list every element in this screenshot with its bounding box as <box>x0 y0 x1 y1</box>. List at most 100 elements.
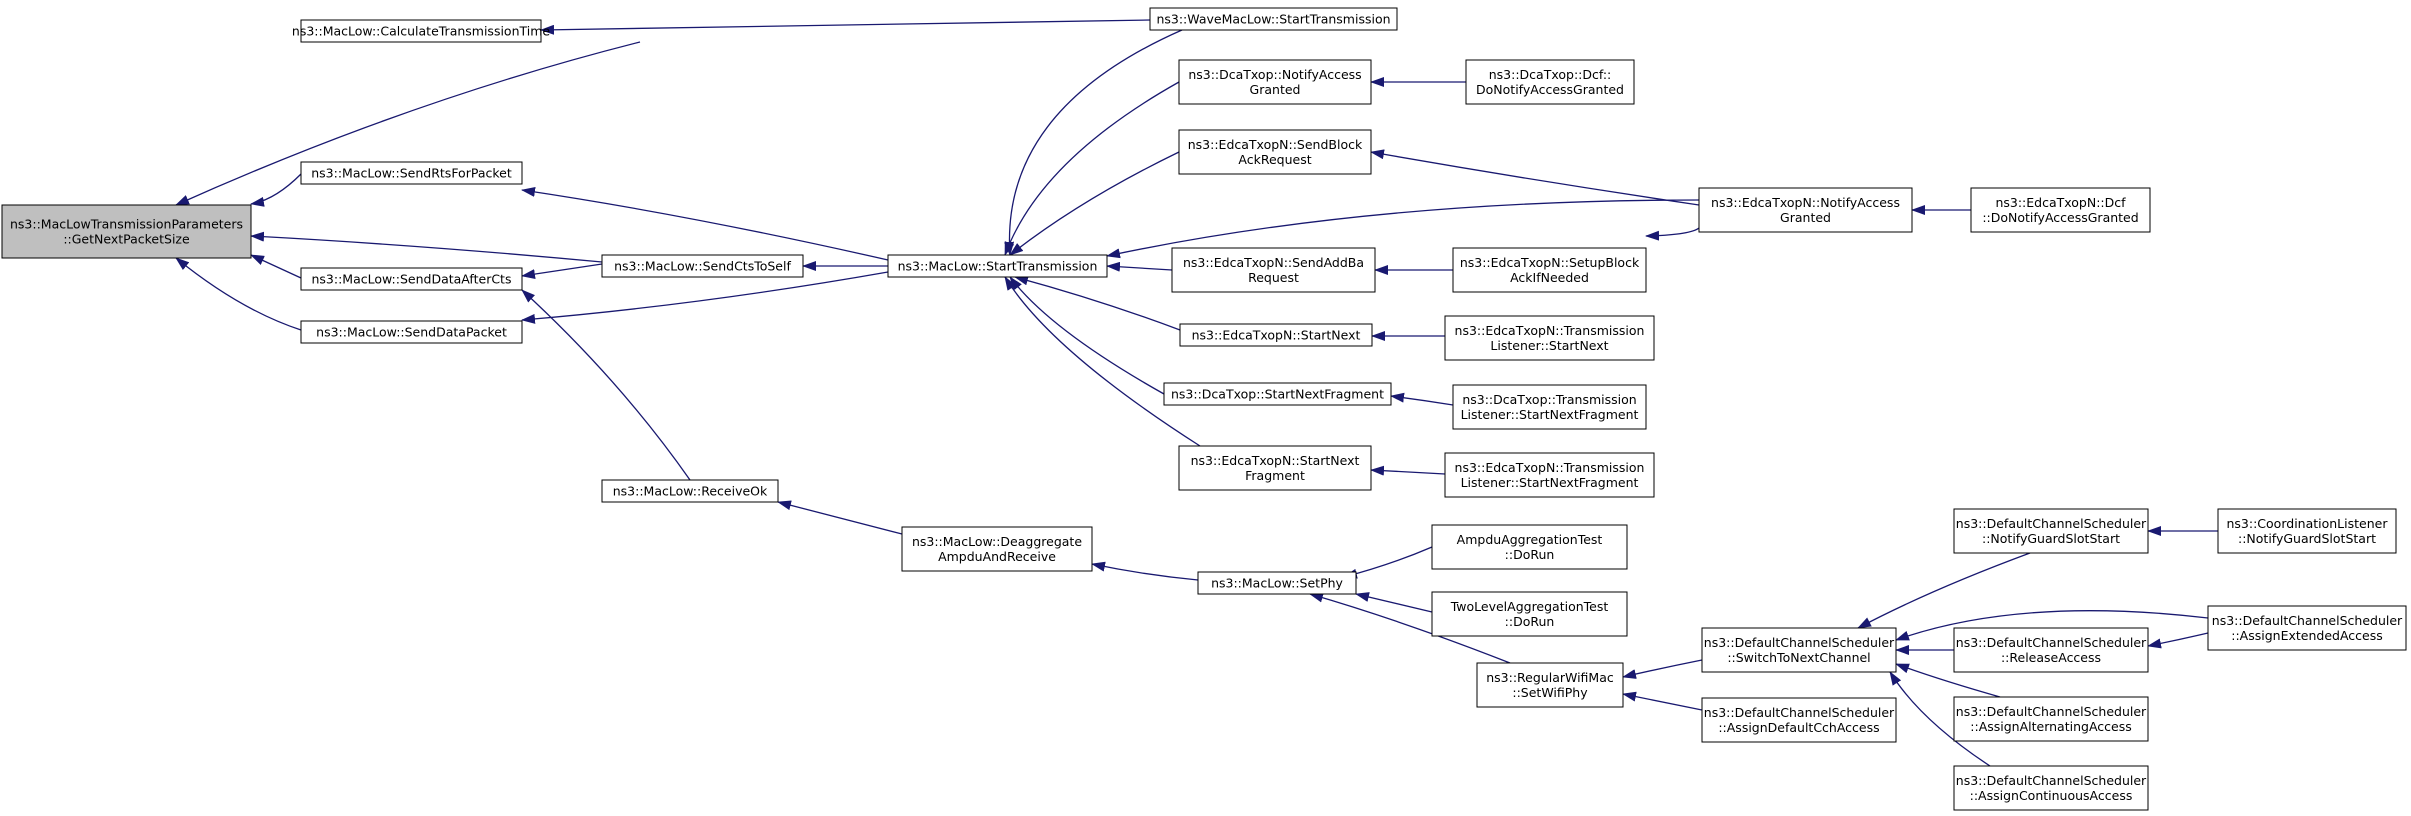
node-root[interactable]: ns3::MacLowTransmissionParameters::GetNe… <box>1 204 252 259</box>
edge-assignDefaultCch-to-regularSetWifiPhy <box>1622 691 1703 711</box>
node-ampduTest[interactable]: AmpduAggregationTest::DoRun <box>1431 524 1628 570</box>
node-label-line: ::SwitchToNextChannel <box>1727 650 1870 665</box>
node-box <box>1178 445 1372 491</box>
node-label-line: ns3::MacLow::SendDataAfterCts <box>312 272 512 287</box>
node-label-line: Granted <box>1250 82 1301 97</box>
node-label-line: ns3::MacLow::StartTransmission <box>898 259 1098 274</box>
edges-layer <box>175 19 2218 767</box>
edge-assignContinuous-to-switchNext <box>1889 671 1991 767</box>
node-box <box>300 19 542 43</box>
edge-startTx-to-rts <box>521 186 889 261</box>
node-label-line: ::ReleaseAccess <box>2001 650 2101 665</box>
node-label-line: ns3::EdcaTxopN::SendAddBa <box>1183 255 1364 270</box>
node-box <box>1701 627 1897 673</box>
node-assignDefaultCch[interactable]: ns3::DefaultChannelScheduler::AssignDefa… <box>1701 697 1897 743</box>
node-edcaDcfDoNotify[interactable]: ns3::EdcaTxopN::Dcf::DoNotifyAccessGrant… <box>1970 187 2151 233</box>
node-dcaListenerFrag[interactable]: ns3::DcaTxop::TransmissionListener::Star… <box>1452 384 1647 430</box>
node-box <box>1970 187 2151 233</box>
node-calc[interactable]: ns3::MacLow::CalculateTransmissionTime <box>292 19 551 43</box>
edge-dcaNotify-to-startTx <box>1004 81 1180 256</box>
node-label-line: ns3::DefaultChannelScheduler <box>1704 635 1895 650</box>
edge-edcaNotify-to-startTx <box>1106 199 1700 259</box>
edge-calc-to-root <box>175 41 641 206</box>
node-label-line: ns3::DefaultChannelScheduler <box>1956 516 2147 531</box>
edge-deaggregate-to-receiveOk <box>777 500 903 535</box>
node-label-line: ::AssignExtendedAccess <box>2231 628 2383 643</box>
edge-ampduTest-to-setPhy <box>1343 546 1433 579</box>
node-box <box>300 267 523 291</box>
node-afterCts[interactable]: ns3::MacLow::SendDataAfterCts <box>300 267 523 291</box>
edge-ctsSelf-to-root <box>250 231 603 263</box>
node-box <box>1 204 252 259</box>
node-label-line: ns3::MacLow::ReceiveOk <box>613 484 768 499</box>
node-label-line: ns3::EdcaTxopN::Transmission <box>1455 460 1645 475</box>
node-box <box>1953 508 2149 554</box>
node-box <box>1465 59 1635 105</box>
node-assignExtended[interactable]: ns3::DefaultChannelScheduler::AssignExte… <box>2207 605 2407 651</box>
node-box <box>1179 323 1373 347</box>
node-label-line: ::AssignContinuousAccess <box>1970 788 2133 803</box>
node-label-line: ns3::DcaTxop::NotifyAccess <box>1188 67 1361 82</box>
node-startTx[interactable]: ns3::MacLow::StartTransmission <box>887 254 1108 278</box>
node-coordNotifyGuard[interactable]: ns3::CoordinationListener::NotifyGuardSl… <box>2217 508 2397 554</box>
node-box <box>1444 315 1655 361</box>
edge-edcaNotify-to-edcaBlockAck <box>1370 149 1700 206</box>
edge-assignExtended-to-releaseAccess <box>2147 632 2209 649</box>
node-receiveOk[interactable]: ns3::MacLow::ReceiveOk <box>601 479 779 503</box>
node-edcaStartNext[interactable]: ns3::EdcaTxopN::StartNext <box>1179 323 1373 347</box>
node-box <box>300 320 523 344</box>
edge-ctsSelf-to-afterCts <box>521 263 603 280</box>
node-label-line: ::AssignDefaultCchAccess <box>1718 720 1879 735</box>
node-label-line: ns3::EdcaTxopN::SetupBlock <box>1460 255 1640 270</box>
node-assignContinuous[interactable]: ns3::DefaultChannelScheduler::AssignCont… <box>1953 765 2149 811</box>
node-label-line: ns3::MacLow::CalculateTransmissionTime <box>292 24 551 39</box>
node-label-line: Granted <box>1780 210 1831 225</box>
node-label-line: Listener::StartNext <box>1490 338 1608 353</box>
node-label-line: ns3::DefaultChannelScheduler <box>1956 773 2147 788</box>
node-dataPacket[interactable]: ns3::MacLow::SendDataPacket <box>300 320 523 344</box>
edge-assignAlternating-to-switchNext <box>1895 663 2001 698</box>
node-edcaNotify[interactable]: ns3::EdcaTxopN::NotifyAccessGranted <box>1698 187 1913 233</box>
node-edcaStartNextFrag[interactable]: ns3::EdcaTxopN::StartNextFragment <box>1178 445 1372 491</box>
node-twoLevelTest[interactable]: TwoLevelAggregationTest::DoRun <box>1431 591 1628 637</box>
node-box <box>1476 662 1624 708</box>
node-label-line: ns3::DcaTxop::Dcf:: <box>1489 67 1612 82</box>
node-regularSetWifiPhy[interactable]: ns3::RegularWifiMac::SetWifiPhy <box>1476 662 1624 708</box>
edge-switchNext-to-regularSetWifiPhy <box>1622 659 1703 679</box>
node-switchNext[interactable]: ns3::DefaultChannelScheduler::SwitchToNe… <box>1701 627 1897 673</box>
node-box <box>1698 187 1913 233</box>
node-label-line: ns3::EdcaTxopN::SendBlock <box>1188 137 1363 152</box>
node-label-line: ns3::MacLow::SendDataPacket <box>316 325 507 340</box>
node-assignAlternating[interactable]: ns3::DefaultChannelScheduler::AssignAlte… <box>1953 696 2149 742</box>
node-label-line: ::SetWifiPhy <box>1512 685 1588 700</box>
node-rts[interactable]: ns3::MacLow::SendRtsForPacket <box>300 161 523 185</box>
node-ctsSelf[interactable]: ns3::MacLow::SendCtsToSelf <box>601 254 804 278</box>
node-label-line: ::GetNextPacketSize <box>63 232 190 247</box>
node-box <box>1953 696 2149 742</box>
node-label-line: ns3::RegularWifiMac <box>1486 670 1614 685</box>
node-label-line: Fragment <box>1245 468 1305 483</box>
node-box <box>1163 382 1392 406</box>
node-label-line: ns3::DefaultChannelScheduler <box>1704 705 1895 720</box>
node-notifyGuard[interactable]: ns3::DefaultChannelScheduler::NotifyGuar… <box>1953 508 2149 554</box>
node-dcfDoNotify[interactable]: ns3::DcaTxop::Dcf::DoNotifyAccessGranted <box>1465 59 1635 105</box>
node-edcaListenerStartNext[interactable]: ns3::EdcaTxopN::TransmissionListener::St… <box>1444 315 1655 361</box>
node-waveStart[interactable]: ns3::WaveMacLow::StartTransmission <box>1149 7 1398 31</box>
edge-assignExtended-to-switchNext <box>1895 610 2209 641</box>
edge-dcaListenerFrag-to-dcaStartNextFrag <box>1390 392 1454 406</box>
node-dcaStartNextFrag[interactable]: ns3::DcaTxop::StartNextFragment <box>1163 382 1392 406</box>
edge-rts-to-root <box>250 173 302 207</box>
node-label-line: ::DoNotifyAccessGranted <box>1982 210 2138 225</box>
node-label-line: AmpduAggregationTest <box>1457 532 1603 547</box>
node-releaseAccess[interactable]: ns3::DefaultChannelScheduler::ReleaseAcc… <box>1953 627 2149 673</box>
node-box <box>1197 571 1357 595</box>
node-dcaNotify[interactable]: ns3::DcaTxop::NotifyAccessGranted <box>1178 59 1372 105</box>
node-label-line: ::NotifyGuardSlotStart <box>1982 531 2120 546</box>
node-box <box>1178 129 1372 175</box>
node-edcaListenerFrag[interactable]: ns3::EdcaTxopN::TransmissionListener::St… <box>1444 452 1655 498</box>
node-setPhy[interactable]: ns3::MacLow::SetPhy <box>1197 571 1357 595</box>
